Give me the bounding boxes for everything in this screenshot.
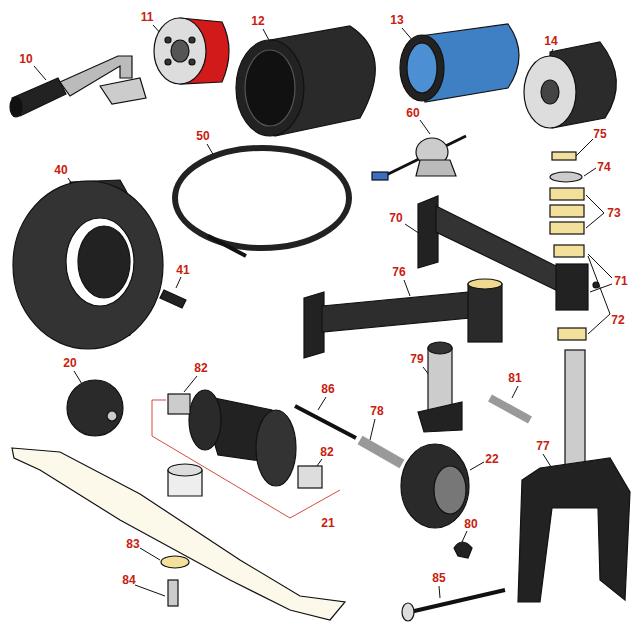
callout-number: 85 <box>432 572 445 584</box>
callout-number: 10 <box>19 53 32 65</box>
callout-number: 83 <box>126 538 139 550</box>
callout-number: 12 <box>251 15 264 27</box>
callout-number: 60 <box>406 107 419 119</box>
callout-number: 75 <box>593 128 606 140</box>
callout-number: 79 <box>410 353 423 365</box>
callout-number: 86 <box>321 383 334 395</box>
callout-number: 13 <box>390 14 403 26</box>
callout-number: 11 <box>141 11 154 23</box>
part-drawings <box>10 18 630 621</box>
callout-number: 74 <box>597 161 610 173</box>
callout-number: 72 <box>611 314 624 326</box>
callout-number: 82 <box>320 446 333 458</box>
callout-number: 71 <box>614 275 627 287</box>
callout-number: 82 <box>194 362 207 374</box>
callout-number: 80 <box>464 518 477 530</box>
callout-number: 40 <box>54 164 67 176</box>
callout-number: 84 <box>122 574 135 586</box>
callout-number: 41 <box>176 264 189 276</box>
callout-number: 14 <box>544 35 557 47</box>
callout-number: 78 <box>370 405 383 417</box>
callout-number: 50 <box>196 130 209 142</box>
callout-number: 21 <box>321 517 334 529</box>
callout-number: 77 <box>536 440 549 452</box>
callout-number: 20 <box>63 357 76 369</box>
callout-number: 76 <box>392 266 405 278</box>
callout-number: 22 <box>485 453 498 465</box>
callout-number: 70 <box>389 212 402 224</box>
callout-number: 81 <box>508 372 521 384</box>
callout-number: 73 <box>607 207 620 219</box>
